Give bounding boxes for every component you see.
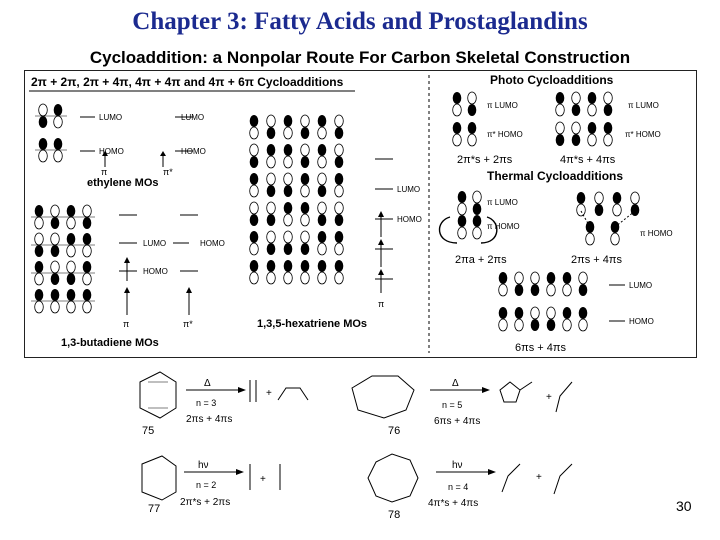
svg-text:LUMO: LUMO: [629, 281, 652, 290]
svg-text:π: π: [123, 319, 129, 329]
mo-diagram-panel: 2π + 2π, 2π + 4π, 4π + 4π and 4π + 6π Cy…: [24, 70, 697, 358]
reaction-type: 4π*s + 4πs: [428, 498, 478, 509]
reaction-number: 76: [388, 425, 400, 437]
reaction-condition: hν: [452, 460, 463, 471]
hexatriene-label: 1,3,5-hexatriene MOs: [257, 318, 367, 330]
thermal-heading: Thermal Cycloadditions: [487, 169, 623, 183]
thermal-22-label: 2πa + 2πs: [455, 254, 507, 266]
svg-text:π: π: [101, 167, 107, 177]
svg-text:HOMO: HOMO: [397, 215, 422, 224]
svg-text:π*: π*: [183, 319, 193, 329]
svg-text:HOMO: HOMO: [181, 147, 206, 156]
page-title: Chapter 3: Fatty Acids and Prostaglandin…: [132, 8, 588, 35]
ethylene-label: ethylene MOs: [87, 177, 159, 189]
reactions-svg: 75 Δ n = 3 2πs + 4πs + 76 Δ n = 5 6πs + …: [139, 371, 573, 521]
reaction-type: 2πs + 4πs: [186, 414, 232, 425]
reaction-plus: +: [260, 474, 266, 485]
svg-text:π LUMO: π LUMO: [628, 101, 659, 110]
hexatriene-mos: LUMO HOMO π: [249, 114, 422, 309]
reaction-number: 77: [148, 503, 160, 515]
photo-44-label: 4π*s + 4πs: [560, 154, 616, 166]
reaction-n: n = 2: [196, 480, 216, 490]
page-subtitle: Cycloaddition: a Nonpolar Route For Carb…: [89, 48, 631, 67]
svg-text:π LUMO: π LUMO: [487, 198, 518, 207]
reaction-77: 77 hν n = 2 2π*s + 2πs +: [141, 455, 281, 515]
svg-text:π*: π*: [163, 167, 173, 177]
reaction-76: 76 Δ n = 5 6πs + 4πs +: [351, 375, 573, 437]
svg-text:HOMO: HOMO: [99, 147, 124, 156]
ethylene-mos: LUMO HOMO π LUMO HOMO π*: [35, 103, 206, 177]
reaction-examples: 75 Δ n = 3 2πs + 4πs + 76 Δ n = 5 6πs + …: [0, 360, 720, 540]
reaction-75: 75 Δ n = 3 2πs + 4πs +: [139, 371, 309, 437]
reaction-n: n = 3: [196, 398, 216, 408]
svg-text:π LUMO: π LUMO: [487, 101, 518, 110]
butadiene-label: 1,3-butadiene MOs: [61, 337, 159, 349]
reaction-plus: +: [266, 388, 272, 399]
reaction-number: 75: [142, 425, 154, 437]
mo-diagram: 2π + 2π, 2π + 4π, 4π + 4π and 4π + 6π Cy…: [29, 73, 673, 354]
page-number: 30: [676, 498, 692, 514]
cycloadditions-heading: 2π + 2π, 2π + 4π, 4π + 4π and 4π + 6π Cy…: [31, 75, 344, 89]
svg-text:HOMO: HOMO: [143, 267, 168, 276]
butadiene-mos: LUMO HOMO HOMO π π*: [31, 204, 225, 329]
svg-text:π: π: [378, 299, 384, 309]
reaction-number: 78: [388, 509, 400, 521]
svg-text:LUMO: LUMO: [181, 113, 204, 122]
photo-cycloadditions: π LUMO π* HOMO π LUMO π* HOMO 2π*s + 2πs…: [452, 91, 661, 166]
thermal-cycloadditions: π LUMO π HOMO 2πa + 2πs π HOMO 2πs + 4πs…: [438, 190, 673, 354]
svg-text:LUMO: LUMO: [99, 113, 122, 122]
svg-text:π* HOMO: π* HOMO: [487, 130, 523, 139]
reaction-condition: Δ: [204, 378, 211, 389]
thermal-24-label: 2πs + 4πs: [571, 254, 622, 266]
svg-text:π HOMO: π HOMO: [487, 222, 520, 231]
reaction-n: n = 4: [448, 482, 468, 492]
reaction-type: 2π*s + 2πs: [180, 497, 230, 508]
thermal-64-label: 6πs + 4πs: [515, 342, 566, 354]
reaction-condition: hν: [198, 460, 209, 471]
reaction-78: 78 hν n = 4 4π*s + 4πs +: [367, 453, 573, 521]
reaction-n: n = 5: [442, 400, 462, 410]
svg-text:HOMO: HOMO: [200, 239, 225, 248]
reaction-plus: +: [546, 392, 552, 403]
svg-text:LUMO: LUMO: [397, 185, 420, 194]
reaction-type: 6πs + 4πs: [434, 416, 480, 427]
svg-text:π* HOMO: π* HOMO: [625, 130, 661, 139]
svg-text:HOMO: HOMO: [629, 317, 654, 326]
photo-22-label: 2π*s + 2πs: [457, 154, 513, 166]
svg-text:π HOMO: π HOMO: [640, 229, 673, 238]
reaction-plus: +: [536, 472, 542, 483]
reaction-condition: Δ: [452, 378, 459, 389]
svg-text:LUMO: LUMO: [143, 239, 166, 248]
photo-heading: Photo Cycloadditions: [490, 73, 614, 87]
